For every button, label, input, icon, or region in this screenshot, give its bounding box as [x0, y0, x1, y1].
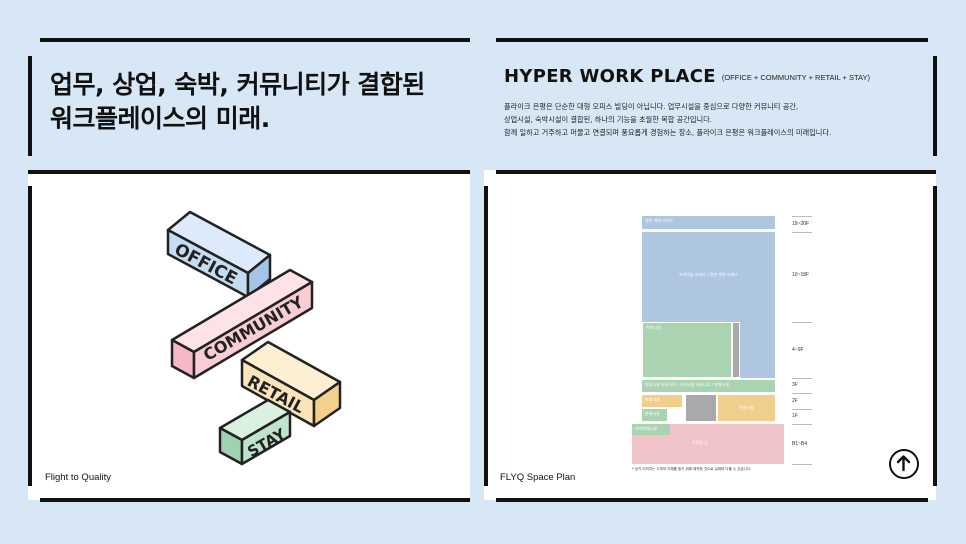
floor-label: 10~18F — [792, 272, 810, 278]
top-left-rule — [40, 38, 470, 42]
plan-retail-c: 판매시설 — [718, 395, 775, 421]
plan-lodging: 숙박시설 — [642, 322, 732, 378]
right-card-left-side — [484, 186, 488, 486]
left-card-top-rule — [28, 170, 470, 174]
right-card-side — [933, 186, 937, 486]
hyper-title-text: HYPER WORK PLACE — [504, 66, 716, 87]
scroll-top-button[interactable] — [889, 449, 919, 479]
plan-retail-b: 판매시설 — [642, 409, 667, 421]
office-block: OFFICE — [166, 210, 272, 299]
stay-block: STAY — [218, 398, 292, 466]
hyper-desc-line: 함께 일하고 거주하고 머물고 연결되며 풍요롭게 경험하는 장소, 플라이크 … — [504, 128, 832, 137]
left-card-caption: Flight to Quality — [45, 472, 111, 483]
floor-label: B1~B4 — [792, 441, 808, 447]
top-left-side — [28, 56, 32, 156]
arrow-up-icon — [896, 455, 911, 472]
floor-tick — [792, 216, 812, 217]
right-card-caption: FLYQ Space Plan — [500, 472, 576, 483]
top-right-side — [933, 56, 937, 156]
floor-label: 4~9F — [792, 347, 804, 353]
plan-sub-lodging-overlay: 숙박판매시설 — [632, 424, 670, 435]
floor-tick — [792, 393, 812, 394]
left-card-bottom-rule — [40, 498, 470, 502]
floor-tick — [792, 322, 812, 323]
floor-tick — [792, 232, 812, 233]
right-card-bottom-rule — [496, 498, 928, 502]
hyper-subtitle: (OFFICE + COMMUNITY + RETAIL + STAY) — [721, 72, 870, 82]
isometric-blocks-illustration: OFFICE COMMUNITY RETAIL STAY — [166, 210, 342, 466]
floor-tick — [792, 464, 812, 465]
floor-tick — [792, 378, 812, 379]
floor-tick — [792, 424, 812, 425]
plan-retail-a: 판매시설 — [642, 395, 682, 407]
hyper-work-place-title: HYPER WORK PLACE (OFFICE + COMMUNITY + RE… — [504, 66, 870, 87]
plan-footnote: * 상기 이미지는 고객의 이해를 돕기 위해 제작한 것으로 실제와 다를 수… — [632, 467, 752, 471]
plan-top-office: 일반 섹션 오피스 — [642, 216, 775, 229]
floor-label: 2F — [792, 398, 798, 404]
plan-community: 업무시설 커뮤니티 / 숙박시설 커뮤니티 / 판매시설 — [642, 380, 775, 392]
left-card-side — [28, 186, 32, 486]
floor-label: 3F — [792, 382, 798, 388]
right-card-top-rule — [496, 170, 936, 174]
plan-core — [686, 395, 716, 421]
plan-lodging-core — [732, 322, 740, 378]
page-headline: 업무, 상업, 숙박, 커뮤니티가 결합된 워크플레이스의 미래. — [50, 70, 425, 133]
floor-tick — [792, 409, 812, 410]
floor-label: 1F — [792, 413, 798, 419]
hyper-desc-line: 상업시설, 숙박시설이 결합된, 하나의 기능을 초월한 복합 공간입니다. — [504, 115, 712, 124]
floor-label: 19~20F — [792, 221, 810, 227]
hyper-desc-line: 플라이크 은평은 단순한 대형 오피스 빌딩이 아닙니다. 업무시설을 중심으로… — [504, 102, 799, 111]
hyper-description: 플라이크 은평은 단순한 대형 오피스 빌딩이 아닙니다. 업무시설을 중심으로… — [504, 100, 924, 139]
top-right-rule — [496, 38, 928, 42]
